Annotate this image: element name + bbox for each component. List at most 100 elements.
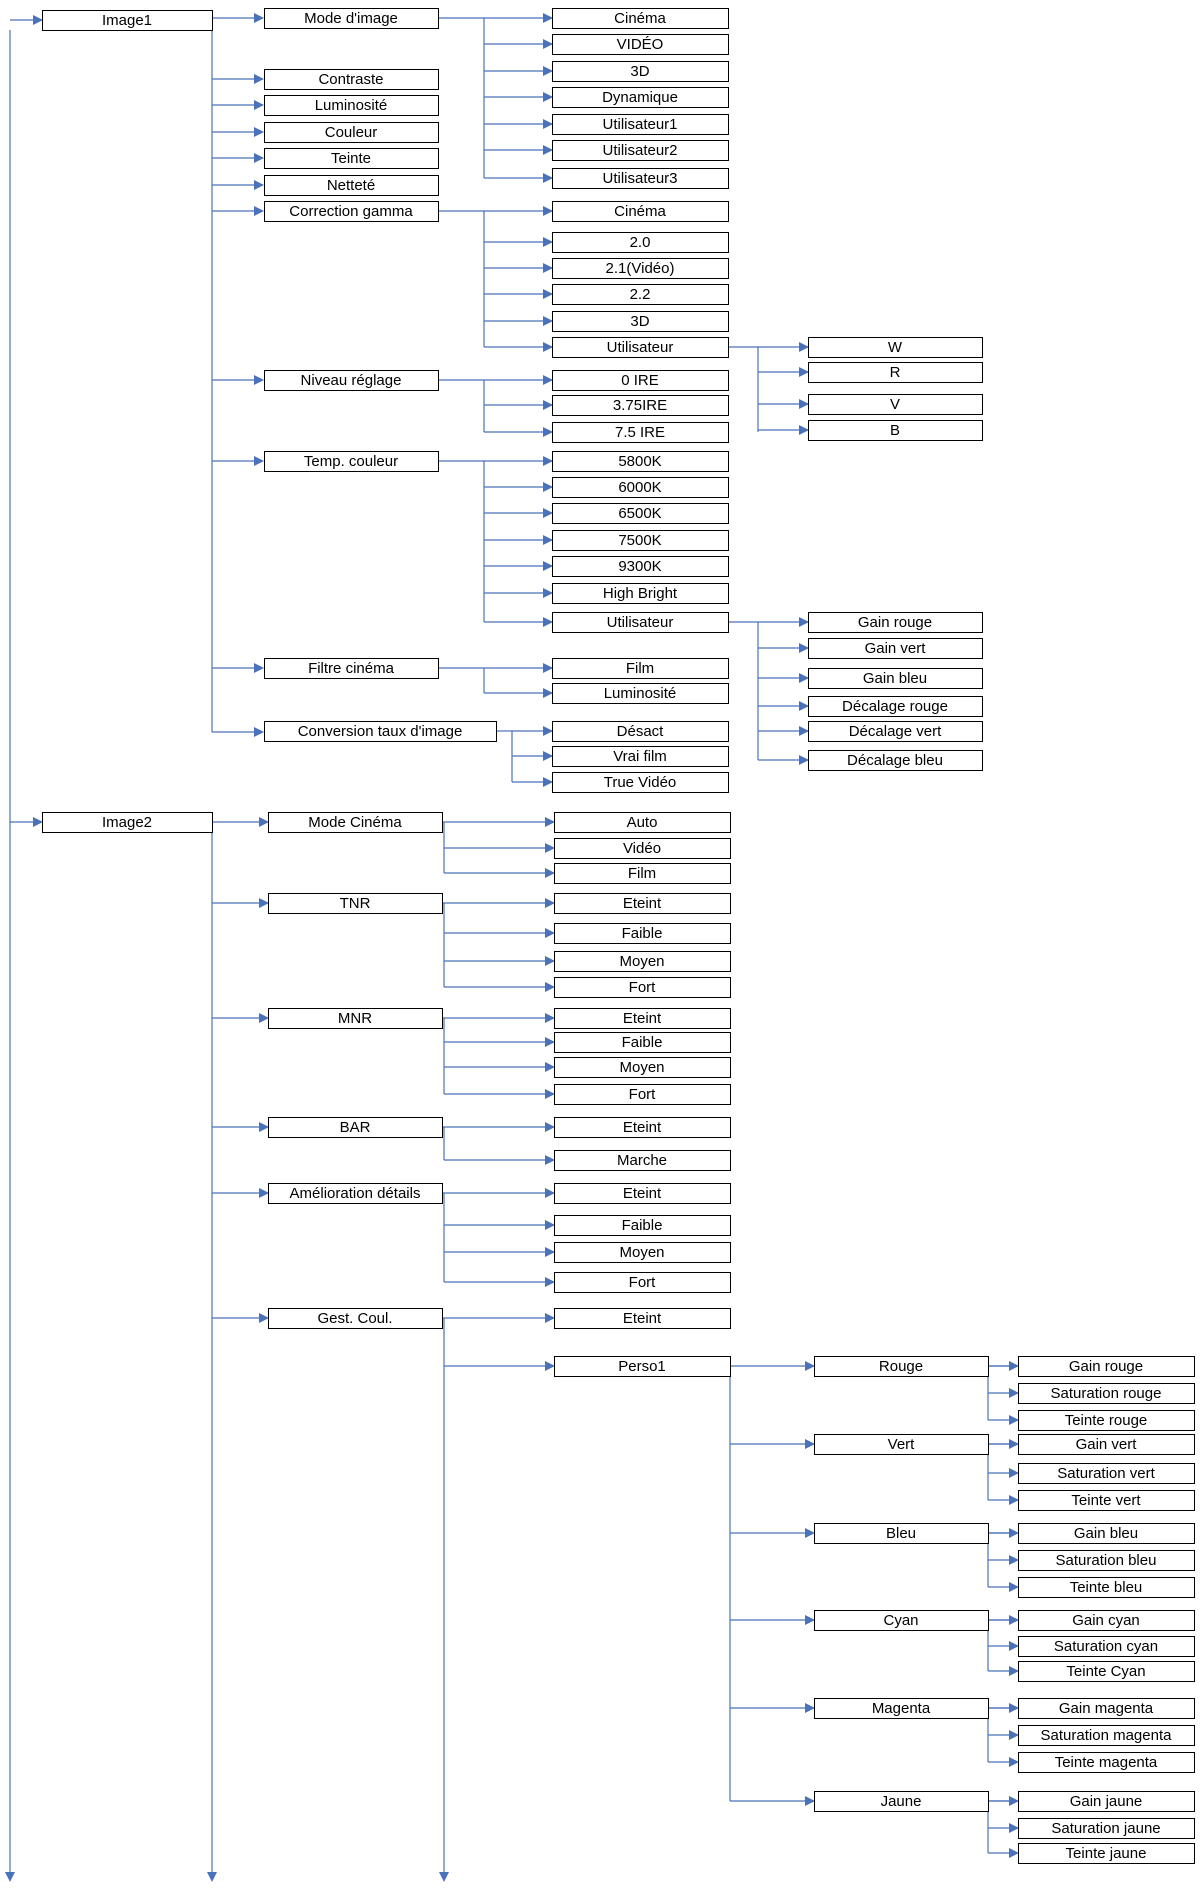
menu-node-utilisateur: Utilisateur bbox=[552, 612, 729, 633]
menu-node-correction-gamma: Correction gamma bbox=[264, 201, 439, 222]
menu-node-eteint: Eteint bbox=[554, 1183, 731, 1204]
node-label: Niveau réglage bbox=[301, 372, 402, 389]
node-box bbox=[268, 812, 443, 833]
node-box bbox=[814, 1356, 989, 1377]
menu-node-tnr: TNR bbox=[268, 893, 443, 914]
node-label: Dynamique bbox=[602, 89, 678, 106]
node-box bbox=[554, 1215, 731, 1236]
node-box bbox=[554, 1117, 731, 1138]
menu-node-6000k: 6000K bbox=[552, 477, 729, 498]
node-box bbox=[268, 1308, 443, 1329]
node-label: Moyen bbox=[619, 953, 664, 970]
menu-node-faible: Faible bbox=[554, 1032, 731, 1053]
node-label: Bleu bbox=[886, 1525, 916, 1542]
menu-node-decalage-rouge: Décalage rouge bbox=[808, 696, 983, 717]
node-label: VIDÉO bbox=[617, 36, 664, 53]
menu-node-2-1-video: 2.1(Vidéo) bbox=[552, 258, 729, 279]
menu-node-7500k: 7500K bbox=[552, 530, 729, 551]
menu-node-w: W bbox=[808, 337, 983, 358]
node-label: 2.0 bbox=[630, 234, 651, 251]
menu-node-0-ire: 0 IRE bbox=[552, 370, 729, 391]
menu-node-decalage-vert: Décalage vert bbox=[808, 721, 983, 742]
node-box bbox=[554, 1008, 731, 1029]
node-label: Faible bbox=[622, 1217, 663, 1234]
node-label: R bbox=[890, 364, 901, 381]
node-label: TNR bbox=[340, 895, 371, 912]
down-arrow-icon bbox=[439, 1872, 449, 1882]
node-box bbox=[552, 232, 729, 253]
node-box bbox=[552, 451, 729, 472]
node-box bbox=[1018, 1843, 1195, 1864]
node-box bbox=[268, 893, 443, 914]
node-box bbox=[1018, 1356, 1195, 1377]
menu-node-eteint: Eteint bbox=[554, 1308, 731, 1329]
node-label: Temp. couleur bbox=[304, 453, 398, 470]
node-label: Gain cyan bbox=[1072, 1612, 1140, 1629]
node-label: Fort bbox=[629, 979, 657, 996]
node-label: Mode d'image bbox=[304, 10, 398, 27]
menu-node-gain-vert: Gain vert bbox=[1018, 1434, 1195, 1455]
node-box bbox=[552, 556, 729, 577]
node-box bbox=[1018, 1636, 1195, 1657]
node-box bbox=[552, 530, 729, 551]
menu-node-auto: Auto bbox=[554, 812, 731, 833]
menu-node-faible: Faible bbox=[554, 1215, 731, 1236]
node-label: Faible bbox=[622, 1034, 663, 1051]
node-label: Gain rouge bbox=[1069, 1358, 1143, 1375]
node-box bbox=[268, 1117, 443, 1138]
node-box bbox=[552, 140, 729, 161]
node-box bbox=[552, 8, 729, 29]
node-box bbox=[814, 1610, 989, 1631]
menu-node-saturation-cyan: Saturation cyan bbox=[1018, 1636, 1195, 1657]
node-label: Conversion taux d'image bbox=[298, 723, 463, 740]
node-label: Utilisateur2 bbox=[602, 142, 677, 159]
menu-node-vrai-film: Vrai film bbox=[552, 746, 729, 767]
menu-node-teinte-vert: Teinte vert bbox=[1018, 1490, 1195, 1511]
node-box bbox=[808, 721, 983, 742]
node-label: Fort bbox=[629, 1086, 657, 1103]
node-box bbox=[552, 311, 729, 332]
node-box bbox=[264, 201, 439, 222]
node-label: BAR bbox=[340, 1119, 371, 1136]
node-label: Fort bbox=[629, 1274, 657, 1291]
node-box bbox=[554, 863, 731, 884]
node-label: Mode Cinéma bbox=[308, 814, 402, 831]
menu-node-5800k: 5800K bbox=[552, 451, 729, 472]
node-box bbox=[554, 1084, 731, 1105]
node-box bbox=[554, 1150, 731, 1171]
node-box bbox=[554, 1183, 731, 1204]
node-label: Saturation cyan bbox=[1054, 1638, 1158, 1655]
node-box bbox=[552, 721, 729, 742]
menu-node-bar: BAR bbox=[268, 1117, 443, 1138]
menu-node-luminosite: Luminosité bbox=[264, 95, 439, 116]
menu-node-video: VIDÉO bbox=[552, 34, 729, 55]
node-label: Eteint bbox=[623, 1185, 662, 1202]
menu-node-gain-rouge: Gain rouge bbox=[1018, 1356, 1195, 1377]
node-box bbox=[552, 370, 729, 391]
node-box bbox=[814, 1523, 989, 1544]
menu-node-image2: Image2 bbox=[42, 812, 213, 833]
menu-node-utilisateur: Utilisateur bbox=[552, 337, 729, 358]
node-box bbox=[268, 1183, 443, 1204]
node-box bbox=[552, 503, 729, 524]
node-label: Cyan bbox=[883, 1612, 918, 1629]
menu-node-saturation-jaune: Saturation jaune bbox=[1018, 1818, 1195, 1839]
menu-node-perso1: Perso1 bbox=[554, 1356, 731, 1377]
node-box bbox=[1018, 1410, 1195, 1431]
node-box bbox=[264, 95, 439, 116]
node-box bbox=[1018, 1523, 1195, 1544]
menu-node-magenta: Magenta bbox=[814, 1698, 989, 1719]
menu-node-saturation-magenta: Saturation magenta bbox=[1018, 1725, 1195, 1746]
node-label: Jaune bbox=[881, 1793, 922, 1810]
node-box bbox=[552, 61, 729, 82]
menu-node-film: Film bbox=[554, 863, 731, 884]
node-label: W bbox=[888, 339, 903, 356]
node-label: 5800K bbox=[618, 453, 661, 470]
node-box bbox=[554, 1242, 731, 1263]
node-label: 2.2 bbox=[630, 286, 651, 303]
node-box bbox=[814, 1434, 989, 1455]
node-label: Gain rouge bbox=[858, 614, 932, 631]
node-box bbox=[808, 420, 983, 441]
node-box bbox=[554, 838, 731, 859]
node-label: 7.5 IRE bbox=[615, 424, 665, 441]
